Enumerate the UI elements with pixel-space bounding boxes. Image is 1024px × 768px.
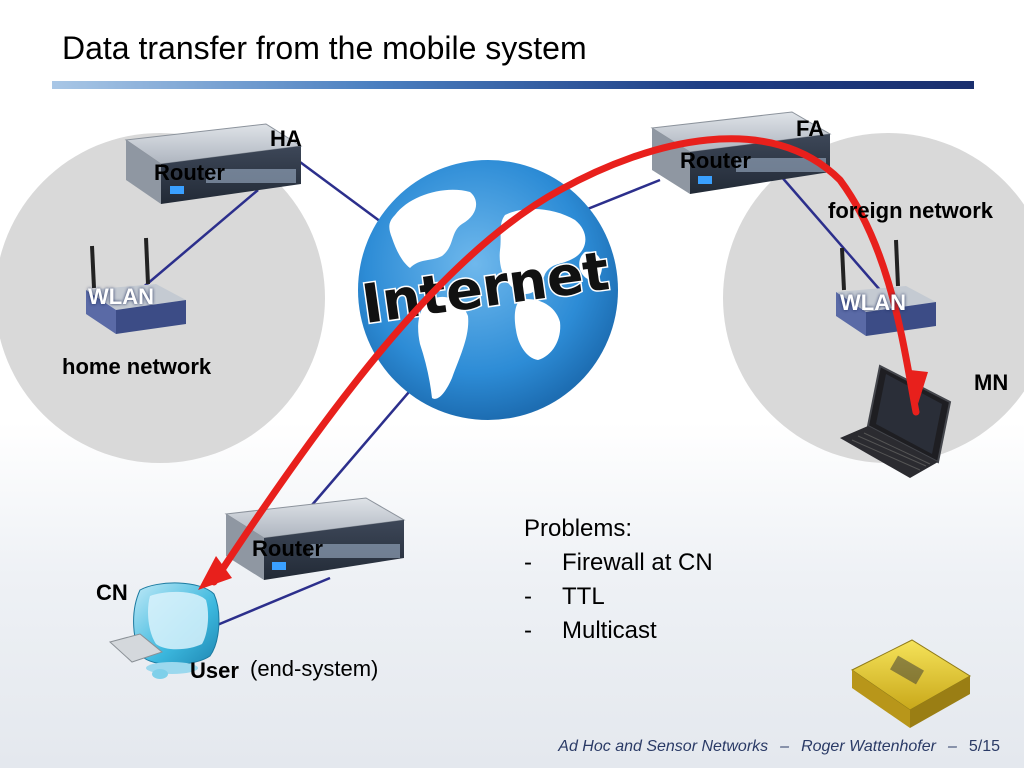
footer-separator: – [780, 738, 790, 755]
footer-course: Ad Hoc and Sensor Networks [558, 738, 769, 755]
router-home-label: Router [154, 160, 225, 185]
slide-footer: Ad Hoc and Sensor Networks–Roger Wattenh… [558, 738, 1000, 756]
cn-label: CN [96, 580, 128, 605]
imac-icon [108, 582, 220, 679]
sensor-device-icon [851, 639, 971, 728]
router-home-icon [124, 123, 303, 204]
problems-list: Problems: -Firewall at CN -TTL -Multicas… [524, 512, 713, 648]
problem-item: -Firewall at CN [524, 549, 713, 576]
link-router-wlan-foreign [779, 174, 881, 291]
wlan-home-icon [86, 237, 186, 334]
router-foreign-label: Router [680, 148, 751, 173]
foreign-network-label: foreign network [828, 198, 994, 223]
wlan-home-label: WLAN [88, 284, 154, 309]
user-label: User [190, 658, 239, 683]
footer-author: Roger Wattenhofer [801, 738, 936, 755]
ha-label: HA [270, 126, 302, 151]
laptop-icon [840, 364, 952, 478]
problem-item: -Multicast [524, 617, 657, 644]
router-cn-label: Router [252, 536, 323, 561]
footer-page-number: 5/15 [968, 738, 1000, 755]
problems-heading: Problems: [524, 515, 633, 542]
router-cn-icon [224, 497, 406, 580]
internet-globe: Internet [357, 160, 618, 420]
title-bar [52, 81, 974, 89]
problem-item: -TTL [524, 583, 605, 610]
home-network-label: home network [62, 354, 212, 379]
slide-title: Data transfer from the mobile system [62, 30, 587, 66]
link-router-wlan-home [139, 189, 259, 291]
fa-label: FA [796, 116, 825, 141]
link-cn-router-user [209, 576, 331, 630]
footer-separator: – [947, 738, 957, 755]
mn-label: MN [974, 370, 1009, 395]
arrow-head-mn [910, 370, 928, 404]
wlan-foreign-label: WLAN [840, 290, 906, 315]
arrow-head-cn [198, 556, 232, 590]
user-suffix-label: (end-system) [250, 656, 379, 681]
data-path-arrow [210, 135, 920, 586]
